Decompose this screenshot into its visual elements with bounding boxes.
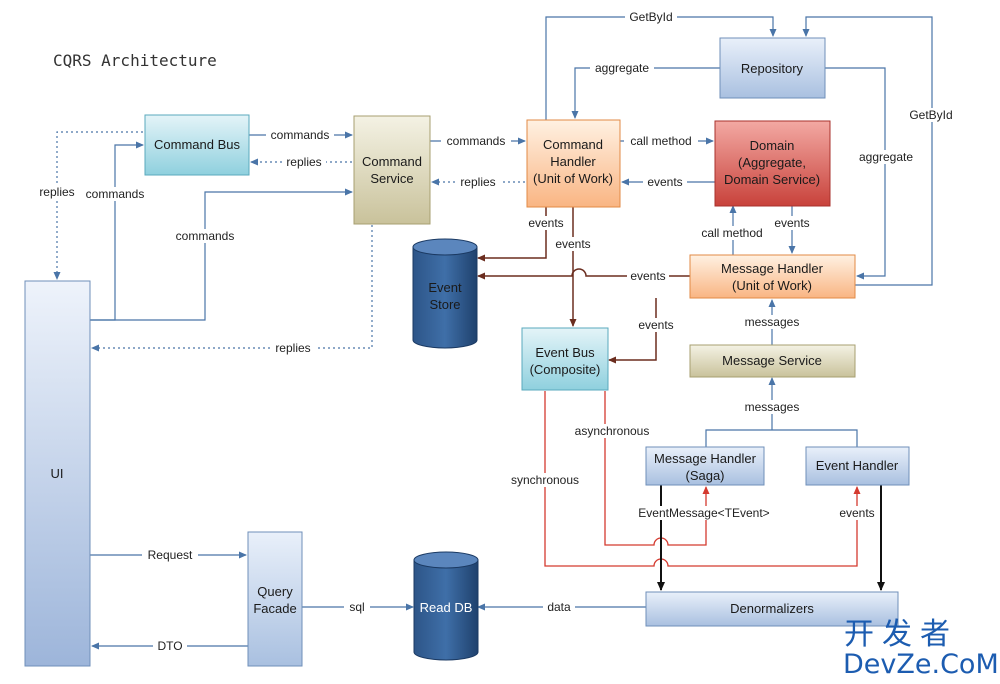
label-replies-service-bus: replies (286, 155, 321, 169)
label-data: data (547, 600, 571, 614)
label-sql: sql (349, 600, 364, 614)
repository-node: Repository (719, 37, 826, 99)
edge-labels: GetById aggregate GetById aggregate comm… (33, 10, 958, 653)
event-store-node: Event Store (412, 238, 478, 349)
label-asynchronous: asynchronous (575, 424, 650, 438)
label-commands-ui-bus: commands (86, 187, 145, 201)
black-denorm-connectors (657, 485, 885, 591)
command-bus-label: Command Bus (154, 137, 240, 152)
label-commands-service-handler: commands (447, 134, 506, 148)
domain-label-2: (Aggregate, (738, 155, 806, 170)
domain-label-3: Domain Service) (724, 172, 820, 187)
label-events-mh-bus: events (638, 318, 673, 332)
repository-label: Repository (741, 61, 804, 76)
message-handler-saga-label-1: Message Handler (654, 451, 757, 466)
label-callmethod-mh-domain: call method (701, 226, 762, 240)
edge-replies-bus-ui (53, 131, 143, 280)
message-handler-uow-label-2: (Unit of Work) (732, 278, 812, 293)
message-handler-saga-label-2: (Saga) (685, 468, 724, 483)
denormalizers-node: Denormalizers (645, 591, 899, 627)
denormalizers-label: Denormalizers (730, 601, 814, 616)
diagram-title: CQRS Architecture (53, 51, 217, 70)
event-handler-node: Event Handler (805, 446, 910, 486)
label-events-domain-handler: events (647, 175, 682, 189)
edge-getbyid-right (802, 16, 933, 286)
edge-commands-ui-service (90, 188, 353, 321)
label-commands-ui-service: commands (176, 229, 235, 243)
edge-events-handler-store (477, 207, 547, 262)
blue-connectors (90, 16, 933, 650)
event-bus-label-2: (Composite) (530, 362, 601, 377)
label-getbyid-top: GetById (629, 10, 672, 24)
domain-label-1: Domain (750, 138, 795, 153)
command-service-label-1: Command (362, 154, 422, 169)
label-replies-left: replies (39, 185, 74, 199)
label-aggregate-right: aggregate (859, 150, 913, 164)
label-events-event-handler: events (839, 506, 874, 520)
watermark-en: DevZe.CoM (843, 649, 999, 680)
command-handler-label-3: (Unit of Work) (533, 171, 613, 186)
label-dto: DTO (157, 639, 182, 653)
command-service-label-2: Service (370, 171, 413, 186)
command-handler-label-2: Handler (550, 154, 596, 169)
watermark: 开发者 DevZe.CoM (843, 617, 999, 680)
read-db-node: Read DB (413, 551, 479, 661)
event-bus-node: Event Bus (Composite) (521, 327, 609, 391)
query-facade-node: Query Facade (247, 531, 303, 667)
message-handler-saga-node: Message Handler (Saga) (645, 446, 765, 486)
command-bus-node: Command Bus (144, 114, 250, 176)
event-store-label-1: Event (428, 280, 462, 295)
ui-node: UI (24, 280, 91, 667)
ui-label: UI (51, 466, 64, 481)
label-event-message: EventMessage<TEvent> (638, 506, 769, 520)
query-facade-label-2: Facade (253, 601, 296, 616)
edge-events-mh-store (477, 268, 690, 280)
edge-replies-service-ui (91, 225, 373, 352)
label-messages-lower: messages (745, 400, 800, 414)
domain-node: Domain (Aggregate, Domain Service) (714, 120, 831, 207)
event-handler-label: Event Handler (816, 458, 899, 473)
watermark-cn: 开发者 (844, 617, 958, 652)
command-service-node: Command Service (353, 115, 431, 225)
label-commands-bus-service: commands (271, 128, 330, 142)
message-handler-uow-node: Message Handler (Unit of Work) (689, 254, 856, 299)
event-bus-label-1: Event Bus (535, 345, 595, 360)
label-events-domain-mh: events (774, 216, 809, 230)
query-facade-label-1: Query (257, 584, 293, 599)
message-handler-uow-label-1: Message Handler (721, 261, 824, 276)
label-replies-service-ui: replies (275, 341, 310, 355)
label-events-handler-a: events (528, 216, 563, 230)
label-replies-handler-service: replies (460, 175, 495, 189)
label-request: Request (148, 548, 193, 562)
label-events-mh-store: events (630, 269, 665, 283)
edge-aggregate-left (571, 67, 720, 119)
command-handler-node: Command Handler (Unit of Work) (526, 119, 621, 208)
label-callmethod-handler-domain: call method (630, 134, 691, 148)
edge-commands-ui-bus (90, 141, 144, 321)
label-synchronous: synchronous (511, 473, 579, 487)
label-aggregate-left: aggregate (595, 61, 649, 75)
edge-aggregate-right (825, 67, 886, 280)
label-events-handler-b: events (555, 237, 590, 251)
read-db-label: Read DB (420, 600, 473, 615)
label-messages-upper: messages (745, 315, 800, 329)
message-service-label: Message Service (722, 353, 822, 368)
command-handler-label-1: Command (543, 137, 603, 152)
event-store-label-2: Store (429, 297, 460, 312)
message-service-node: Message Service (689, 344, 856, 378)
label-getbyid-right: GetById (909, 108, 952, 122)
